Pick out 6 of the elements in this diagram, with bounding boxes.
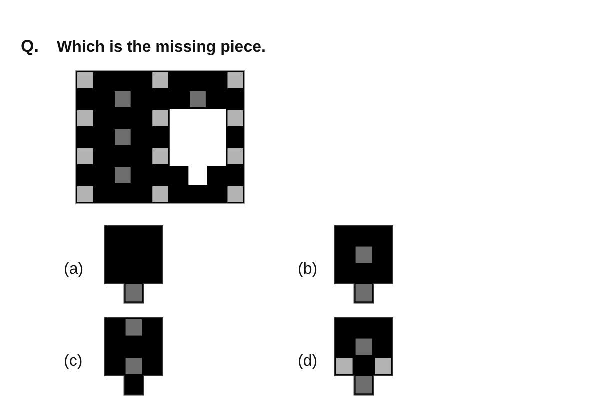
option-label: (a) bbox=[64, 261, 84, 279]
question-title: Which is the missing piece. bbox=[57, 39, 266, 57]
option-label: (d) bbox=[298, 353, 318, 371]
option-label: (b) bbox=[298, 261, 318, 279]
question-mark-label: Q. bbox=[21, 37, 39, 57]
option-label: (c) bbox=[64, 353, 83, 371]
